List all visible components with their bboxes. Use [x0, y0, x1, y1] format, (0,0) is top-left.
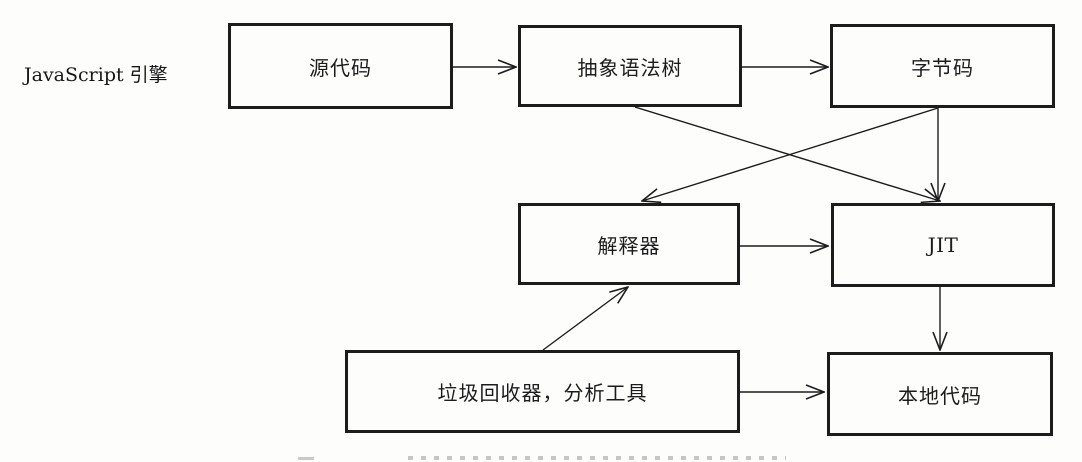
node-native-code: 本地代码 — [827, 352, 1053, 436]
edge-bytecode-interpreter — [642, 107, 939, 201]
node-bytecode: 字节码 — [830, 24, 1055, 108]
node-interpreter: 解释器 — [518, 203, 740, 285]
node-abstract-syntax-tree: 抽象语法树 — [518, 25, 742, 107]
node-garbage-collector-profiler: 垃圾回收器，分析工具 — [345, 350, 740, 433]
engine-label: JavaScript 引擎 — [24, 64, 168, 86]
node-jit: JIT — [831, 203, 1055, 287]
cut-off-caption-fragment-mark — [298, 457, 314, 460]
edge-ast-jit — [634, 106, 940, 201]
cut-off-caption-fragment — [408, 456, 786, 460]
node-source-code: 源代码 — [228, 23, 453, 109]
edge-gc-interpreter — [542, 287, 628, 351]
